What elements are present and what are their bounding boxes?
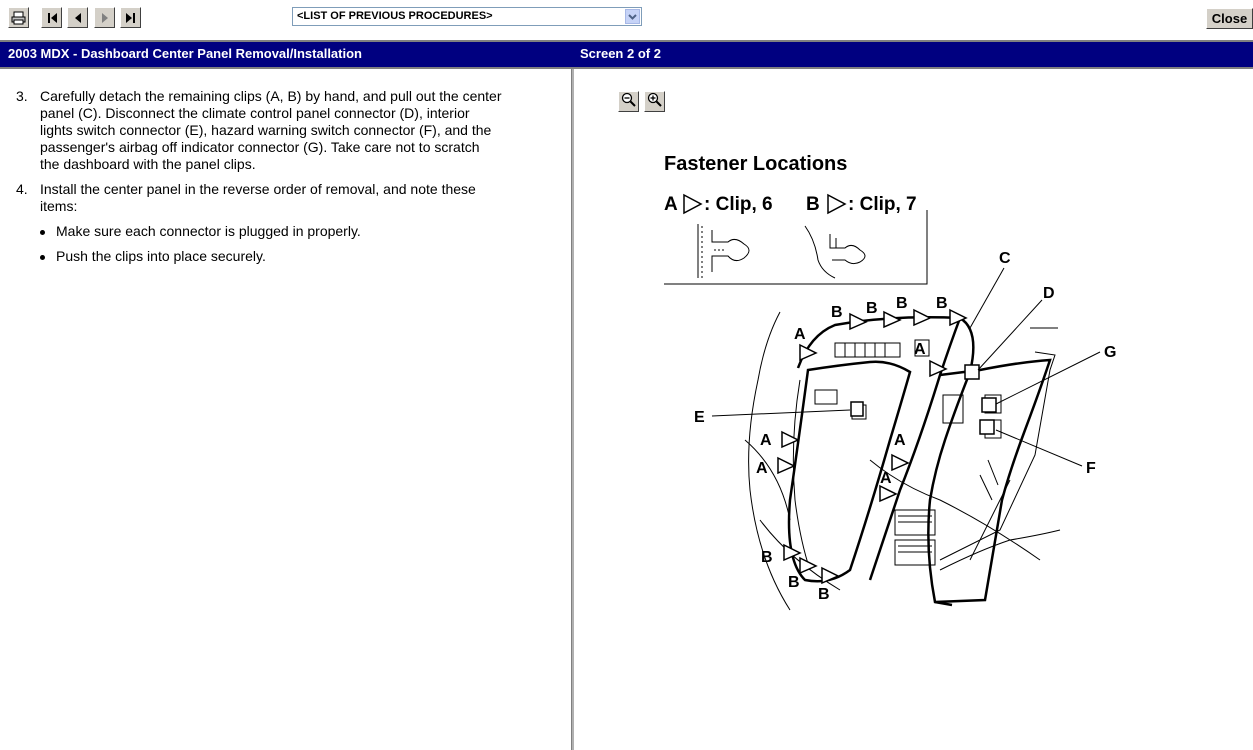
bullet-icon	[40, 230, 45, 235]
zoom-out-icon	[621, 92, 636, 112]
printer-icon	[11, 11, 26, 25]
bullet-icon	[40, 255, 45, 260]
first-page-button[interactable]	[41, 7, 62, 28]
clip-a-triangle-icon	[891, 453, 910, 472]
connector-f-icon	[979, 419, 995, 435]
callout-b: B	[866, 300, 878, 317]
legend-a-desc: : Clip, 6	[704, 194, 773, 215]
callout-e: E	[694, 409, 705, 426]
callout-a: A	[794, 326, 806, 343]
step-line: Install the center panel in the reverse …	[40, 181, 476, 197]
step-line: items:	[40, 198, 78, 214]
instructions-pane: 3. Carefully detach the remaining clips …	[0, 69, 571, 750]
clip-b-triangle-icon	[827, 193, 847, 215]
print-button[interactable]	[8, 7, 29, 28]
first-page-icon	[46, 12, 58, 24]
zoom-in-icon	[647, 92, 662, 112]
step-line: panel (C). Disconnect the climate contro…	[40, 105, 470, 121]
legend-b-desc: : Clip, 7	[848, 194, 917, 215]
legend-a-letter: A	[664, 194, 678, 215]
clip-a-markers	[777, 343, 948, 503]
previous-page-icon	[72, 12, 84, 24]
connector-e-icon	[850, 401, 864, 417]
step-line: the dashboard with the panel clips.	[40, 156, 256, 172]
procedures-dropdown[interactable]: <LIST OF PREVIOUS PROCEDURES>	[292, 7, 642, 26]
clip-b-drawing-icon	[804, 225, 866, 279]
callout-d: D	[1043, 285, 1055, 302]
step-number: 4.	[16, 181, 28, 197]
procedures-dropdown-value: <LIST OF PREVIOUS PROCEDURES>	[297, 10, 493, 22]
center-panel-outline	[787, 316, 1052, 607]
clip-b-triangle-icon	[849, 312, 868, 331]
step-text: Install the center panel in the reverse …	[40, 181, 530, 215]
callout-b: B	[788, 574, 800, 591]
last-page-button[interactable]	[120, 7, 141, 28]
next-page-icon	[99, 12, 111, 24]
next-page-button[interactable]	[94, 7, 115, 28]
step-line: lights switch connector (E), hazard warn…	[40, 122, 492, 138]
step-line: passenger's airbag off indicator connect…	[40, 139, 480, 155]
callout-a: A	[760, 432, 772, 449]
clip-a-triangle-icon	[799, 343, 818, 362]
clip-b-triangle-icon	[799, 556, 818, 575]
previous-page-button[interactable]	[67, 7, 88, 28]
toolbar-divider	[0, 40, 1253, 42]
procedure-header: 2003 MDX - Dashboard Center Panel Remova…	[0, 42, 1253, 67]
legend-b-letter: B	[806, 194, 820, 215]
close-button[interactable]: Close	[1206, 8, 1253, 29]
callout-c: C	[999, 250, 1011, 267]
clip-a-triangle-icon	[683, 193, 703, 215]
diagram-heading: Fastener Locations	[664, 153, 847, 175]
screen-indicator: Screen 2 of 2	[580, 46, 661, 61]
legend-frame	[664, 210, 928, 285]
callout-b: B	[818, 586, 830, 603]
bullet-text: Make sure each connector is plugged in p…	[56, 223, 361, 239]
chevron-down-icon[interactable]	[625, 9, 640, 24]
step-text: Carefully detach the remaining clips (A,…	[40, 88, 530, 173]
callout-a: A	[880, 470, 892, 487]
clip-a-triangle-icon	[929, 359, 948, 378]
clip-b-triangle-icon	[783, 543, 802, 562]
procedure-title: 2003 MDX - Dashboard Center Panel Remova…	[8, 46, 362, 61]
connector-g-icon	[981, 397, 997, 413]
callout-b: B	[761, 549, 773, 566]
connectors	[850, 364, 997, 435]
clip-a-triangle-icon	[879, 484, 898, 503]
pane-splitter[interactable]	[571, 69, 574, 750]
clip-b-triangle-icon	[949, 308, 968, 327]
callout-b: B	[896, 295, 908, 312]
callout-leaders	[711, 267, 1101, 467]
fastener-diagram: Fastener Locations A : Clip, 6 B : Clip,…	[664, 153, 1116, 611]
clip-b-triangle-icon	[913, 308, 932, 327]
clip-b-triangle-icon	[821, 566, 840, 585]
zoom-out-button[interactable]	[618, 91, 639, 112]
clip-b-markers	[783, 308, 968, 585]
last-page-icon	[125, 12, 137, 24]
bullet-text: Push the clips into place securely.	[56, 248, 266, 264]
connector-d-icon	[964, 364, 980, 380]
step-number: 3.	[16, 88, 28, 104]
clip-a-triangle-icon	[781, 430, 800, 449]
clip-a-triangle-icon	[777, 456, 796, 475]
step-line: Carefully detach the remaining clips (A,…	[40, 88, 502, 104]
callout-g: G	[1104, 344, 1116, 361]
clip-b-triangle-icon	[883, 310, 902, 329]
callout-a: A	[894, 432, 906, 449]
callout-f: F	[1086, 460, 1096, 477]
callout-b: B	[936, 295, 948, 312]
header-divider	[0, 67, 1253, 69]
callout-b: B	[831, 304, 843, 321]
zoom-in-button[interactable]	[644, 91, 665, 112]
callout-a: A	[914, 341, 926, 358]
toolbar: <LIST OF PREVIOUS PROCEDURES> Close	[0, 0, 1253, 40]
callout-a: A	[756, 460, 768, 477]
clip-a-drawing-icon	[697, 224, 750, 278]
